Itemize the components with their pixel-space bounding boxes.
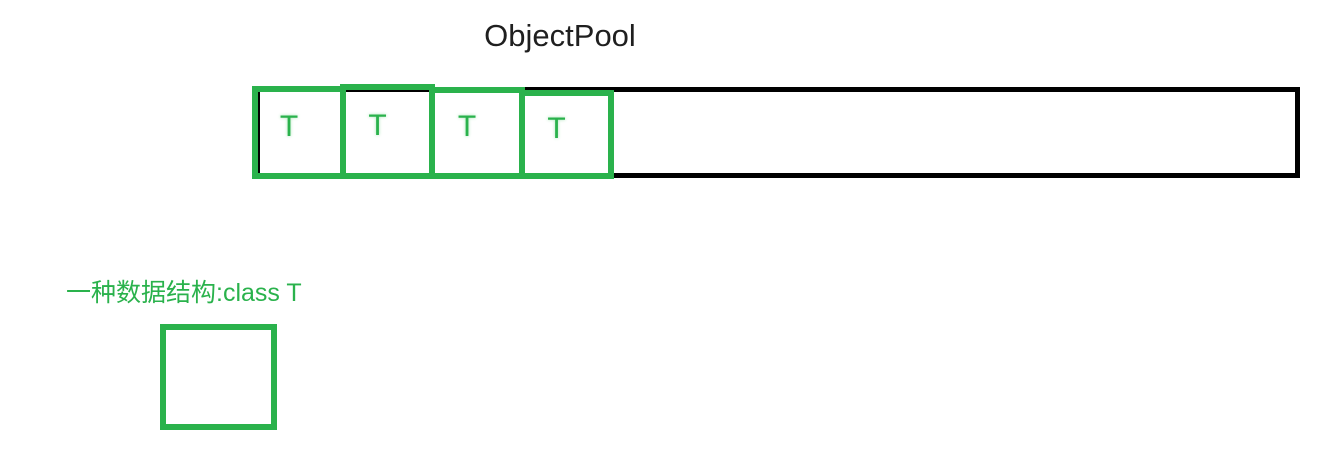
class-t-square (160, 324, 277, 430)
pool-cell-label: T (547, 111, 566, 145)
diagram-title: ObjectPool (484, 18, 636, 53)
pool-cell: T (252, 86, 346, 179)
note-text: 一种数据结构:class T (66, 279, 302, 307)
pool-cell-label: T (279, 109, 299, 143)
pool-cell: T (340, 84, 435, 179)
pool-cell: T (519, 90, 614, 179)
pool-cell: T (429, 87, 525, 179)
pool-cell-label: T (457, 110, 477, 143)
pool-cell-label: T (368, 108, 387, 142)
